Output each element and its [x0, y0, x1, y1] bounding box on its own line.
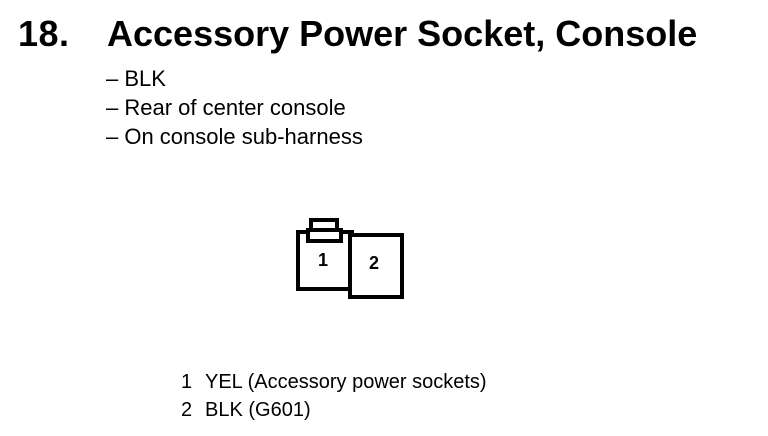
legend-pin-number: 2	[181, 399, 193, 421]
legend-row: 2 BLK (G601)	[181, 396, 487, 424]
legend-pin-number: 1	[181, 371, 193, 393]
note-harness: – On console sub-harness	[106, 124, 363, 149]
pin-legend: 1 YEL (Accessory power sockets) 2 BLK (G60…	[181, 368, 487, 424]
note-color: – BLK	[106, 66, 166, 91]
pin-1-label: 1	[318, 250, 328, 270]
connector-notes: – BLK – Rear of center console – On cons…	[106, 64, 363, 151]
page-title: Accessory Power Socket, Console	[107, 13, 698, 54]
locking-tab-base	[306, 228, 343, 243]
pin-2-cavity	[348, 233, 404, 299]
legend-row: 1 YEL (Accessory power sockets)	[181, 368, 487, 396]
section-heading: 18. Accessory Power Socket, Console	[0, 12, 768, 60]
legend-description: BLK (G601)	[205, 399, 311, 421]
pin-2-label: 2	[369, 253, 379, 273]
note-location: – Rear of center console	[106, 95, 346, 120]
legend-description: YEL (Accessory power sockets)	[205, 371, 487, 393]
section-number: 18.	[18, 13, 70, 54]
